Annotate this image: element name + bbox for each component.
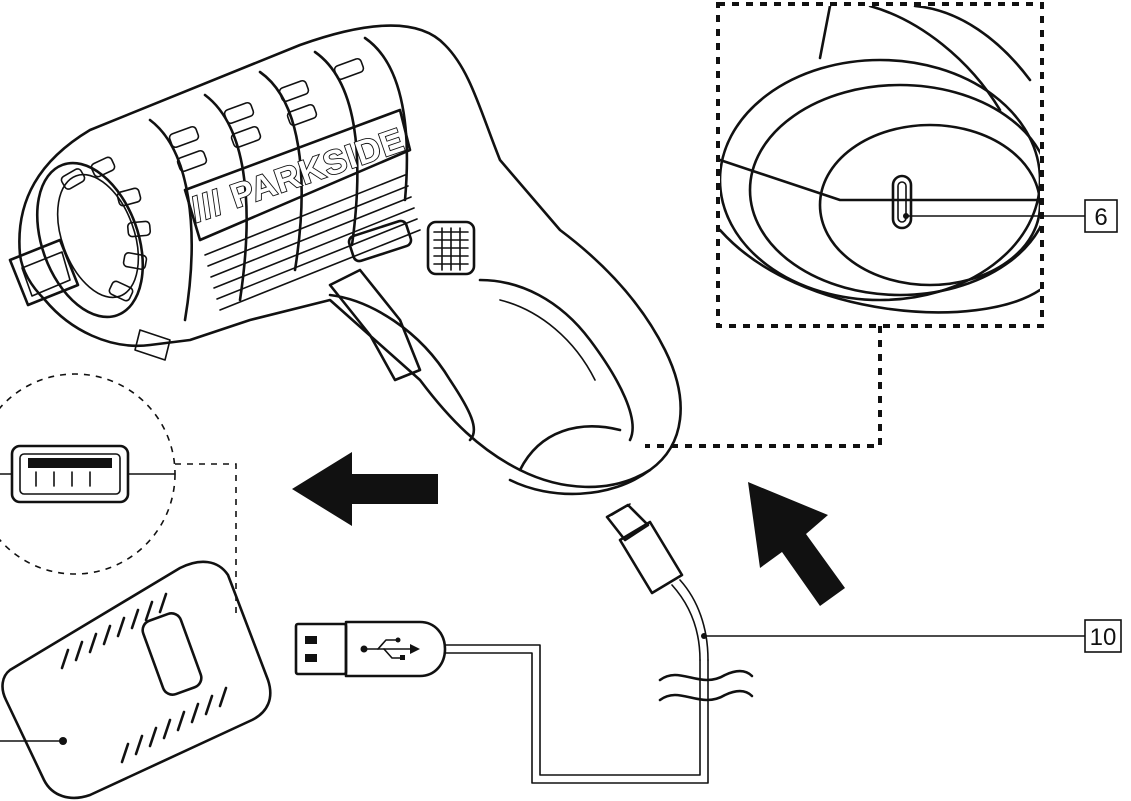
adapter-label-recess — [141, 612, 203, 696]
direction-switch — [347, 219, 413, 263]
arrow-up-left-icon — [748, 482, 845, 606]
chuck-tip — [8, 238, 80, 307]
svg-text:10: 10 — [1090, 624, 1117, 651]
chuck-grip-ribs — [60, 156, 152, 302]
adapter-vents-top — [60, 592, 168, 670]
detail-zoom-box — [645, 2, 1086, 448]
usb-c-port — [891, 174, 913, 230]
usb-power-adapter — [0, 560, 272, 800]
usb-cable — [294, 503, 1086, 784]
charging-port-closeup — [720, 6, 1040, 314]
usb-icon — [360, 637, 420, 660]
adapter-vents-bottom — [120, 686, 228, 764]
svg-text:6: 6 — [1094, 204, 1107, 231]
usb-a-plug-metal — [294, 622, 348, 676]
callout-10: 10 — [1084, 619, 1122, 653]
power-button — [426, 220, 476, 276]
vent-stripes — [204, 174, 421, 311]
brand-panel — [183, 108, 412, 242]
cordless-screwdriver: /// PARKSIDE — [8, 24, 682, 496]
trigger — [328, 268, 422, 382]
usb-a-port-closeup — [0, 373, 237, 615]
usb-a-port — [10, 444, 130, 504]
usb-a-plug-body — [344, 620, 447, 678]
arrow-left-icon — [292, 452, 438, 526]
usb-c-plug-body — [618, 520, 684, 595]
callout-6: 6 — [1084, 199, 1118, 233]
